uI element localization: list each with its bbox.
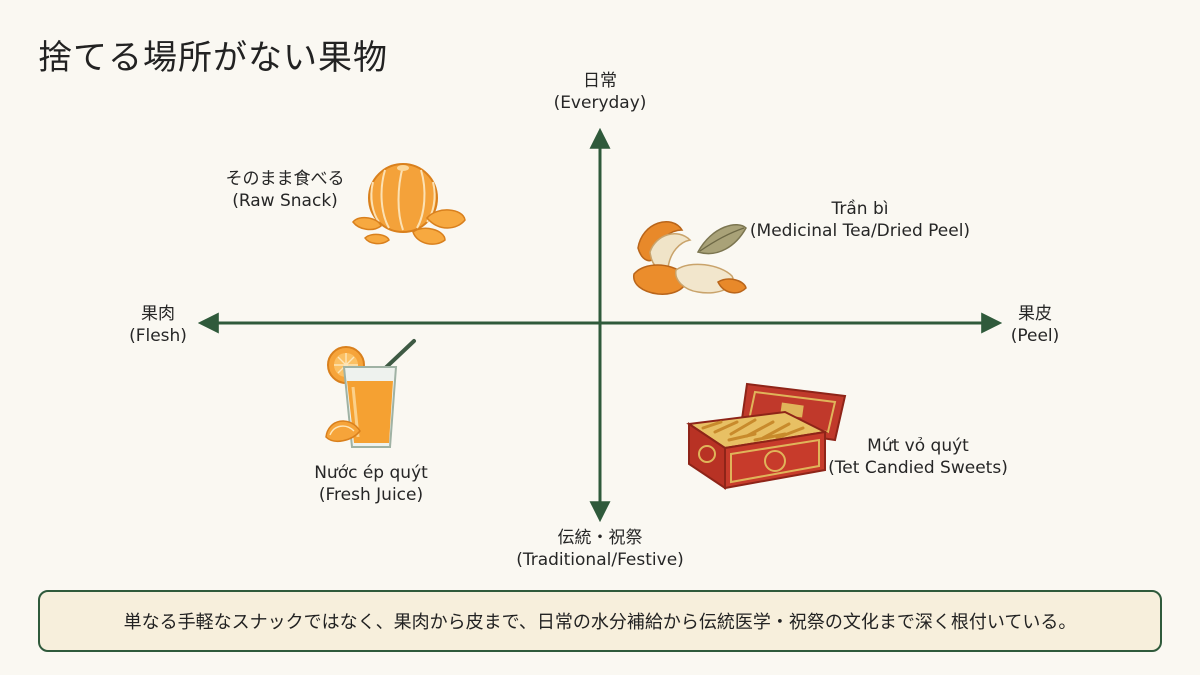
axis-label-bottom: 伝統・祝祭 (Traditional/Festive) [500, 527, 700, 571]
axis-label-bottom-jp: 伝統・祝祭 [557, 528, 643, 548]
item-candied-line2: (Tet Candied Sweets) [828, 458, 1008, 478]
page-title: 捨てる場所がない果物 [38, 38, 388, 78]
axis-label-bottom-en: (Traditional/Festive) [516, 550, 684, 570]
item-raw-snack-line2: (Raw Snack) [232, 191, 338, 211]
item-label-fresh-juice: Nước ép quýt (Fresh Juice) [296, 462, 446, 506]
item-label-raw-snack: そのまま食べる (Raw Snack) [205, 168, 365, 212]
item-dried-peel-line2: (Medicinal Tea/Dried Peel) [749, 221, 971, 241]
axis-label-top-jp: 日常 [583, 71, 617, 91]
juice-glass-icon [325, 339, 416, 448]
axis-label-left-en: (Flesh) [129, 326, 187, 346]
axis-label-right-jp: 果皮 [1018, 304, 1052, 324]
item-label-candied: Mứt vỏ quýt (Tet Candied Sweets) [818, 435, 1018, 479]
axis-label-right: 果皮 (Peel) [985, 303, 1085, 347]
summary-text: 単なる手軽なスナックではなく、果肉から皮まで、日常の水分補給から伝統医学・祝祭の… [123, 612, 1077, 633]
candy-box-icon [686, 382, 847, 490]
item-fresh-juice-line2: (Fresh Juice) [318, 485, 424, 505]
axis-label-top-en: (Everyday) [553, 93, 647, 113]
axis-label-left-jp: 果肉 [141, 304, 175, 324]
summary-note: 単なる手軽なスナックではなく、果肉から皮まで、日常の水分補給から伝統医学・祝祭の… [38, 590, 1162, 652]
item-raw-snack-line1: そのまま食べる [225, 169, 345, 189]
item-label-dried-peel: Trần bì (Medicinal Tea/Dried Peel) [740, 198, 980, 242]
axis-label-top: 日常 (Everyday) [540, 70, 660, 114]
item-candied-line1: Mứt vỏ quýt [867, 436, 969, 456]
item-fresh-juice-line1: Nước ép quýt [314, 463, 428, 483]
peeled-mandarin-icon [352, 163, 466, 245]
item-dried-peel-line1: Trần bì [831, 199, 889, 219]
axis-label-right-en: (Peel) [1010, 326, 1060, 346]
dried-peel-icon [633, 221, 747, 295]
axis-label-left: 果肉 (Flesh) [108, 303, 208, 347]
